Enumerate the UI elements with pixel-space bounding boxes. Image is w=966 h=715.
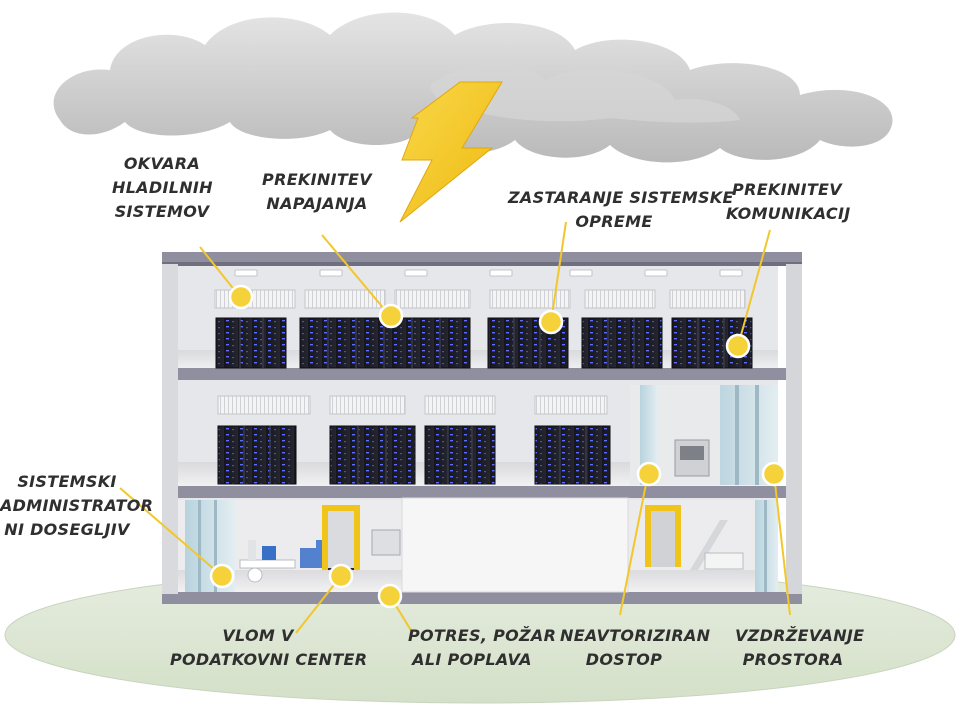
label-power-outage: PREKINITEV NAPAJANJA <box>262 170 372 213</box>
air-conditioner-icon <box>217 395 608 415</box>
door-icon <box>645 505 681 567</box>
label-admin-unavailable: SISTEMSKI ADMINISTRATOR NI DOSEGLJIV <box>0 472 154 539</box>
ground-slab <box>162 592 802 604</box>
floor-slab-2 <box>162 368 802 380</box>
door-icon <box>322 505 360 570</box>
label-natural-disaster: POTRES, POŽAR ALI POPLAVA <box>408 626 557 669</box>
label-break-in: VLOM V PODATKOVNI CENTER <box>170 626 368 669</box>
roof-slab <box>162 252 802 264</box>
lightning-bolt-icon <box>399 81 503 223</box>
label-obsolete-equipment: ZASTARANJE SISTEMSKE OPREME <box>508 188 734 231</box>
label-facility-maintenance: VZDRŽEVANJE PROSTORA <box>735 626 865 669</box>
floor-slab-1 <box>162 486 802 498</box>
server-rack-icon <box>217 425 611 485</box>
server-rack-icon <box>215 317 753 369</box>
label-cooling-failure: OKVARA HLADILNIH SISTEMOV <box>112 154 213 221</box>
threat-markers <box>209 284 787 609</box>
label-communication-outage: PREKINITEV KOMUNIKACIJ <box>726 180 851 223</box>
label-unauthorized-access: NEAVTORIZIRAN DOSTOP <box>560 626 711 669</box>
